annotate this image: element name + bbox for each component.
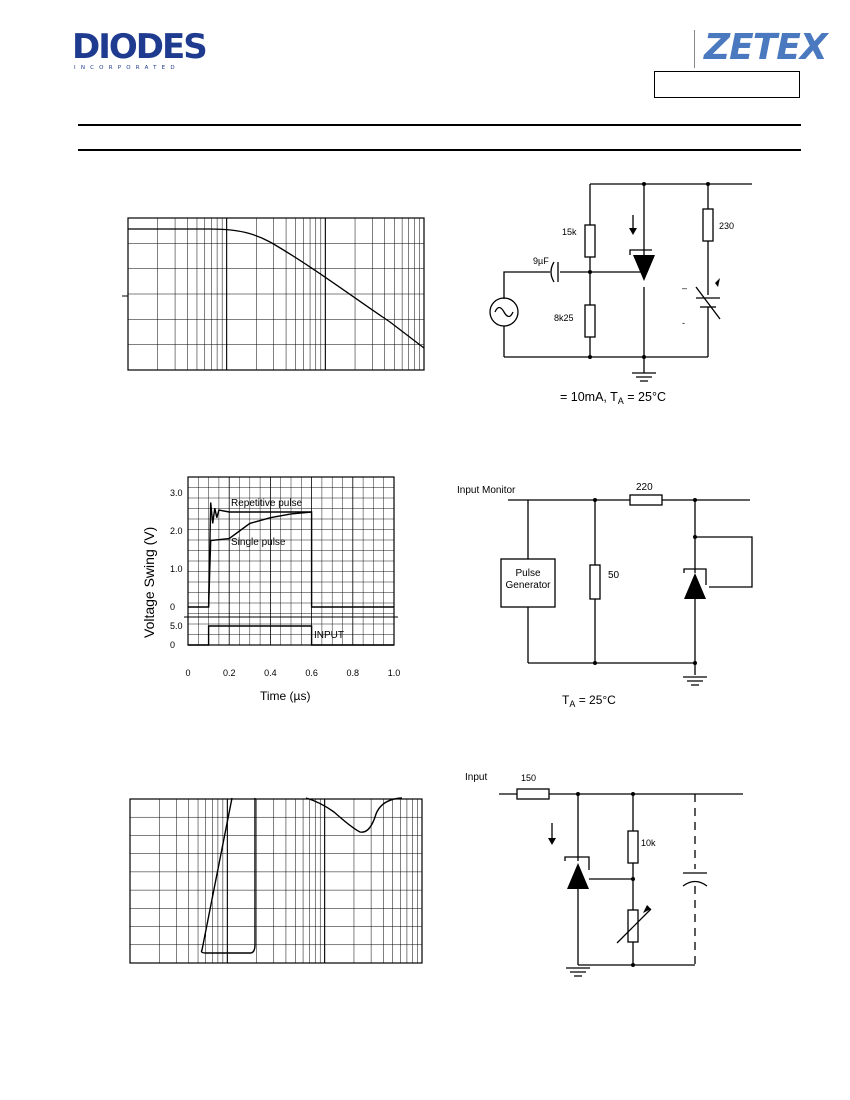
chart-2-y-tick: 1.0 (170, 564, 183, 574)
c1-resistor-8k25 (584, 304, 596, 338)
zetex-logo-divider (694, 30, 695, 68)
chart-3-frame (129, 798, 423, 964)
c3-cap-plate-2 (682, 880, 708, 887)
c1-label-230: 230 (719, 221, 734, 231)
chart-2-x-tick: 1.0 (388, 668, 401, 678)
c1-condition: = 10mA, TA = 25°C (560, 390, 666, 406)
chart-3-curve-1 (200, 797, 256, 954)
chart-2-series-repetitive (188, 502, 394, 608)
chart-2-series-single (207, 511, 312, 608)
circuit-3: Input 150 10k (465, 772, 743, 977)
c2-ground (683, 676, 707, 686)
chart-2-frame (187, 476, 395, 646)
c1-label-8k25: 8k25 (554, 313, 574, 323)
c2-label-generator-2: Generator (505, 580, 551, 591)
circuit-2: Input Monitor 220 50 Pulse Generator TA … (457, 482, 753, 709)
part-number-box (654, 71, 800, 98)
diodes-logo-subtext: INCORPORATED (74, 65, 180, 71)
c3-potentiometer (627, 909, 639, 943)
c1-zener-cathode (629, 249, 652, 255)
c1-label-minus-bottom: - (682, 318, 685, 328)
c1-battery-adjust-arrow (695, 286, 721, 320)
chart-2-x-tick: 0.6 (305, 668, 318, 678)
c1-label-15k: 15k (562, 227, 577, 237)
chart-2-annotation-input: INPUT (314, 630, 344, 641)
zetex-logo-text: ZETEX (704, 27, 828, 68)
header-rule-bottom (78, 149, 801, 151)
c2-resistor-50 (589, 564, 601, 600)
c3-pot-adjust-arrow (616, 908, 652, 944)
c2-resistor-220 (629, 494, 663, 506)
c1-cap-plate-2 (550, 261, 555, 283)
chart-2-x-tick: 0.2 (223, 668, 236, 678)
chart-2: 0 0.2 0.4 0.6 0.8 1.0 0 1.0 2.0 3.0 0 5.0 Voltage S… (141, 476, 400, 703)
header-rule-top (78, 124, 801, 126)
c2-label-50: 50 (608, 570, 620, 581)
c2-zener-diode (684, 573, 706, 599)
chart-2-x-tick: 0.8 (347, 668, 360, 678)
chart-2-y-tick: 5.0 (170, 621, 183, 631)
c3-resistor-150 (516, 788, 550, 800)
chart-2-x-tick: 0 (185, 668, 190, 678)
c1-zener-diode (633, 255, 655, 281)
circuit-1: 15k 9µF 8k25 230 – - = 10mA, TA = 25°C (489, 182, 752, 406)
chart-1-grid (127, 218, 425, 370)
c2-condition: TA = 25°C (562, 693, 616, 709)
c3-resistor-10k (627, 830, 639, 864)
c3-label-10k: 10k (641, 838, 656, 848)
c3-label-150: 150 (521, 773, 536, 783)
chart-1-curve (128, 228, 425, 349)
chart-2-y-tick: 0 (170, 640, 175, 650)
chart-2-y-tick: 2.0 (170, 526, 183, 536)
chart-3 (129, 797, 423, 964)
chart-2-y-tick: 0 (170, 602, 175, 612)
c3-zener-cathode (564, 856, 590, 870)
chart-2-x-tick: 0.4 (264, 668, 277, 678)
c2-feedback-loop (695, 536, 753, 588)
c2-zener-cathode (683, 568, 707, 585)
c2-label-generator-1: Pulse (515, 568, 540, 579)
chart-2-ylabel: Voltage Swing (V) (141, 527, 157, 638)
diodes-logo: DIODES INCORPORATED (72, 30, 232, 74)
c1-resistor-15k (584, 224, 596, 258)
zetex-logo: ZETEX (694, 28, 828, 70)
chart-2-annotation-repetitive: Repetitive pulse (231, 498, 303, 509)
diodes-logo-text: DIODES (72, 27, 208, 67)
chart-2-y-tick: 3.0 (170, 488, 183, 498)
chart-2-marks: 0 0.2 0.4 0.6 0.8 1.0 0 1.0 2.0 3.0 0 5.0 (170, 488, 400, 678)
chart-2-annotation-single: Single pulse (231, 537, 286, 548)
chart-1-frame (127, 217, 425, 371)
c1-ground (632, 372, 656, 382)
c2-label-input-monitor: Input Monitor (457, 485, 516, 496)
chart-3-curve-2 (305, 797, 403, 833)
chart-1 (122, 217, 425, 371)
c3-zener-diode (567, 863, 589, 889)
c1-label-minus-top: – (682, 283, 687, 293)
c1-resistor-230 (702, 208, 714, 242)
c2-label-220: 220 (636, 482, 653, 493)
c3-label-input: Input (465, 772, 487, 783)
c1-label-cap: 9µF (533, 256, 549, 266)
chart-2-xlabel: Time (µs) (260, 689, 310, 703)
c3-ground (566, 967, 590, 977)
chart-3-grid (129, 799, 423, 963)
